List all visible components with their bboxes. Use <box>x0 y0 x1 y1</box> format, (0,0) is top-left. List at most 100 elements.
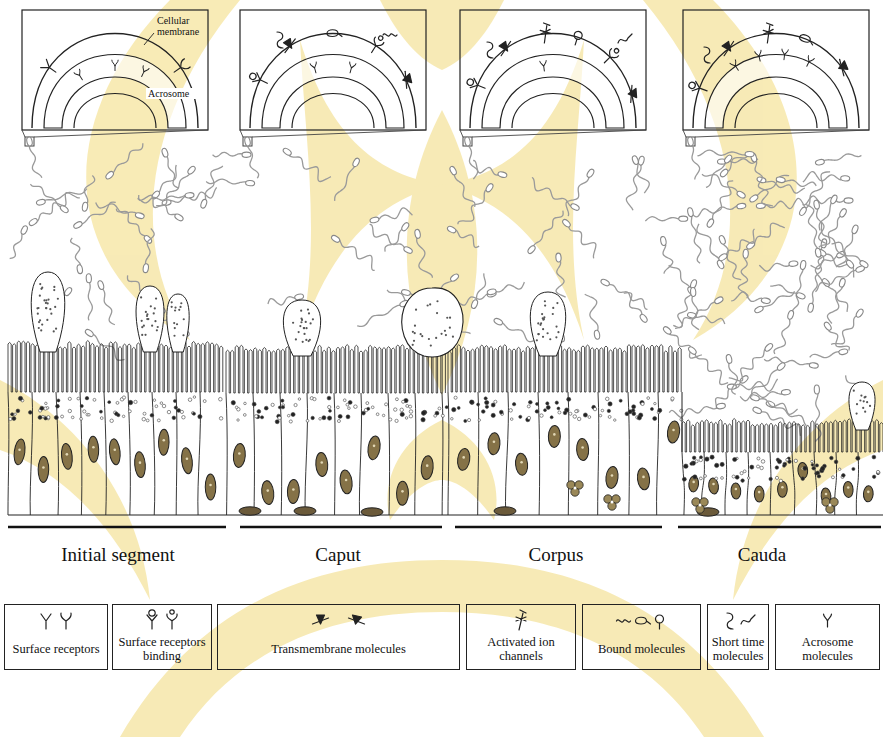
nucleus <box>688 476 699 493</box>
nucleus <box>60 443 73 470</box>
granule <box>294 403 297 406</box>
nucleus <box>420 455 434 480</box>
sperm-tail <box>673 302 715 328</box>
sperm-tail <box>156 174 190 206</box>
granule <box>57 399 60 402</box>
granule <box>322 416 326 420</box>
sperm-head <box>798 206 807 216</box>
sperm-head <box>776 362 786 372</box>
nucleus <box>339 469 354 494</box>
granule <box>608 415 611 418</box>
molecule-symbol <box>317 615 325 624</box>
granule <box>271 403 274 406</box>
granule <box>544 409 547 412</box>
granule <box>704 475 707 478</box>
nucleolus <box>401 490 404 493</box>
sperm-tail <box>698 150 746 156</box>
granule <box>457 406 460 409</box>
sperm-tail <box>802 196 844 205</box>
molecule-symbol <box>659 623 660 629</box>
sperm-tail <box>669 334 702 358</box>
cell-border <box>226 393 227 515</box>
granule <box>348 407 351 410</box>
sperm-tail <box>289 156 331 182</box>
granule <box>235 406 238 409</box>
cell-membrane <box>32 34 198 129</box>
granule <box>337 420 340 423</box>
nucleolus <box>781 486 784 489</box>
granule <box>477 403 480 406</box>
legend-item: Surface receptors <box>4 604 108 670</box>
basal-membrane <box>8 514 883 515</box>
nucleus <box>708 478 720 495</box>
cell-border <box>505 392 508 515</box>
sperm-head <box>716 403 726 410</box>
granule <box>367 407 370 410</box>
sperm-tail <box>770 285 797 294</box>
granule <box>684 464 688 468</box>
granule <box>750 465 754 469</box>
sperm-tail <box>723 244 741 280</box>
microvilli <box>448 345 681 392</box>
apical-bleb <box>530 292 565 356</box>
part-label: Cellular membrane <box>157 15 207 37</box>
nucleolus <box>462 456 465 459</box>
nucleus-outline <box>292 94 374 129</box>
granule <box>167 410 170 413</box>
nucleolus <box>825 493 828 496</box>
sperm-tail <box>609 284 648 309</box>
molecule-symbol <box>755 50 764 62</box>
granule <box>110 419 113 422</box>
granule <box>625 412 629 416</box>
granule <box>803 466 807 470</box>
granule <box>122 396 125 399</box>
granule <box>83 410 86 413</box>
molecule-symbol <box>353 615 362 624</box>
sperm-tail <box>247 146 258 179</box>
granule <box>338 414 342 418</box>
basal-cell <box>361 508 383 516</box>
granule <box>142 417 146 421</box>
granule <box>117 414 120 417</box>
cell-border <box>56 392 59 515</box>
molecule-symbol <box>636 617 651 624</box>
cell-border <box>682 392 683 452</box>
granule <box>815 464 818 467</box>
sperm-head <box>838 348 848 355</box>
molecule-symbol <box>656 615 664 623</box>
granule <box>710 455 714 459</box>
granule <box>12 417 16 421</box>
sperm-head <box>242 152 251 157</box>
granule <box>632 412 636 416</box>
cell-border <box>747 452 749 515</box>
nucleus <box>797 462 808 479</box>
granule <box>842 474 846 478</box>
granule <box>45 402 48 405</box>
sperm-tail <box>815 270 856 291</box>
cell-border <box>814 452 817 515</box>
sperm-tail <box>697 224 720 260</box>
legend-item: Transmembrane molecules <box>217 604 460 670</box>
granule <box>690 462 693 465</box>
granule <box>329 409 332 412</box>
sperm-tail <box>637 163 649 193</box>
granule <box>478 419 480 421</box>
sperm-head <box>851 224 859 234</box>
sperm-head <box>77 264 84 274</box>
sperm-tail <box>691 216 701 263</box>
segment-rule <box>455 526 662 529</box>
granule <box>535 410 538 413</box>
granule <box>182 416 185 419</box>
molecule-symbol <box>727 613 733 629</box>
molecule-symbol <box>487 42 493 58</box>
granule <box>470 400 474 404</box>
legend-symbol <box>776 605 879 635</box>
granule <box>44 417 47 420</box>
nucleus <box>548 425 561 447</box>
granule <box>287 414 290 417</box>
cell-border <box>253 393 254 515</box>
sperm-tail <box>696 316 725 324</box>
sperm-tail <box>819 216 841 247</box>
granule <box>494 400 497 403</box>
granule <box>741 479 745 483</box>
